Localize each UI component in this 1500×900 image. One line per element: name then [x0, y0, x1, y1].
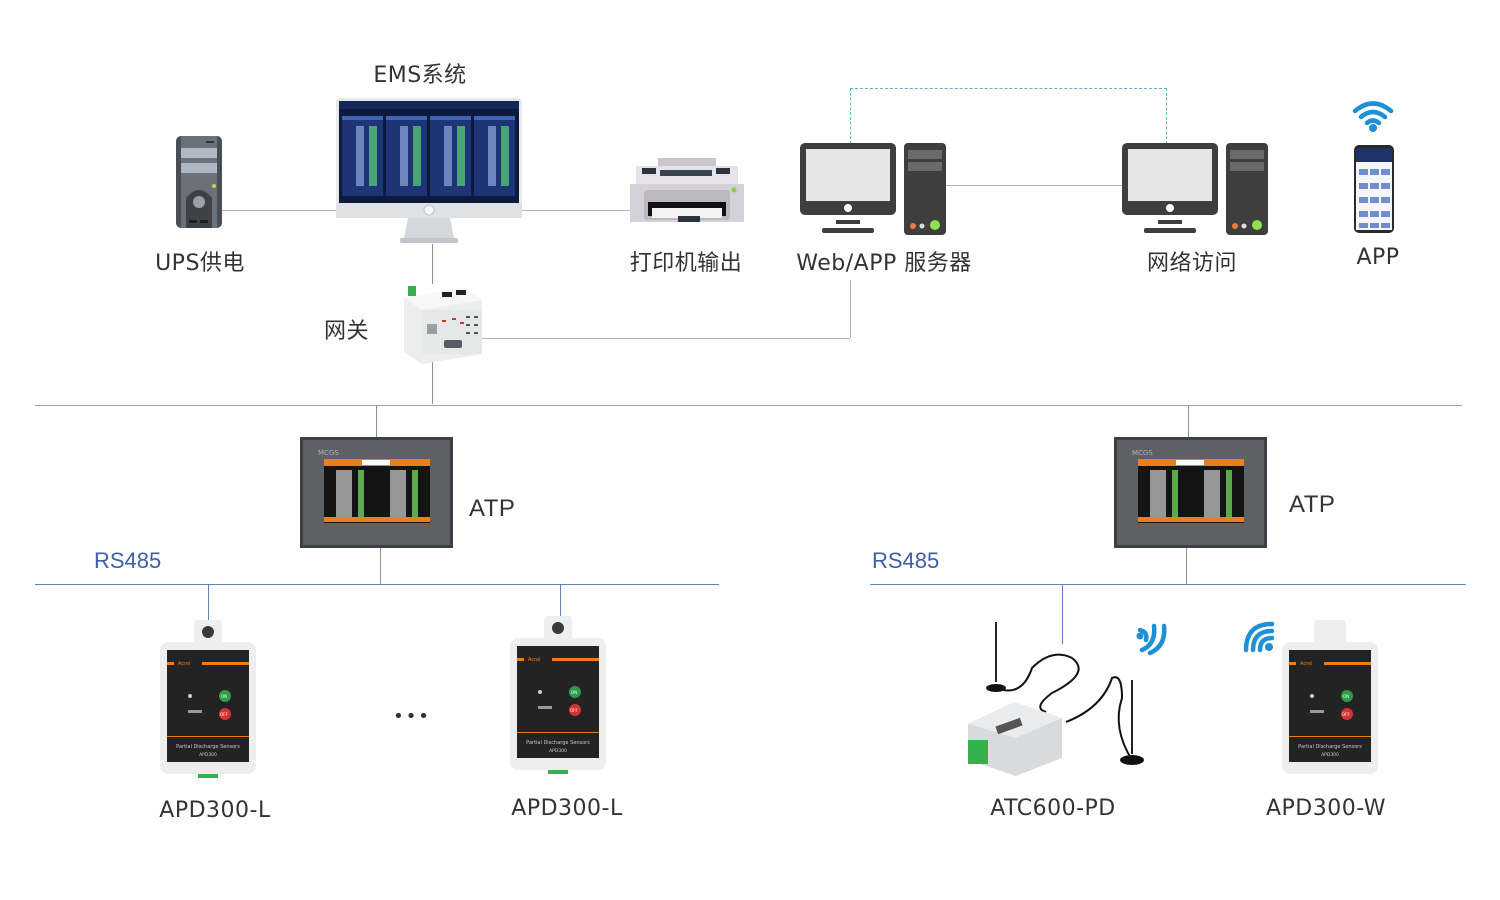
apd300-w-sensor[interactable]: Acrel ON OFF Partial Discharge Sensors A… [1282, 620, 1378, 778]
atp-right-hmi-icon[interactable]: MCGS [1114, 437, 1267, 548]
apd300-l-1-off: OFF [220, 712, 228, 717]
gateway-bus-link [432, 362, 433, 404]
apd300-l-1-label: APD300-L [159, 798, 271, 823]
monitor-dashboard-icon[interactable] [336, 98, 522, 244]
rs485-right-label: RS485 [872, 548, 940, 573]
apd300-w-panel-text: Partial Discharge Sensors [1298, 744, 1362, 750]
more-devices-ellipsis: ••• [393, 706, 431, 727]
rs485-right-device1-link [1062, 584, 1063, 644]
atp-left-hmi-icon[interactable]: MCGS [300, 437, 453, 548]
apd300-l-1-on: ON [221, 694, 227, 699]
ups-ems-link [222, 210, 340, 211]
apd300-w-on: ON [1343, 694, 1349, 699]
atc600-pd-label: ATC600-PD [990, 796, 1116, 821]
apd300-l-1-brand: Acrel [178, 661, 191, 667]
web-server-computer-icon[interactable] [800, 143, 946, 235]
gateway-label: 网关 [324, 319, 370, 344]
rs485-bus-right [870, 584, 1466, 585]
gateway-server-link-h [480, 338, 850, 339]
smartphone-icon[interactable] [1354, 145, 1394, 233]
web-server-label: Web/APP 服务器 [796, 251, 972, 276]
apd300-w-panel-model: APD300 [1321, 752, 1339, 758]
rs485-left-label: RS485 [94, 548, 162, 573]
atp-left-brand: MCGS [318, 449, 339, 457]
apd300-l-2-panel-text: Partial Discharge Sensors [526, 740, 590, 746]
wifi-icon [1352, 99, 1394, 133]
ems-printer-link [520, 210, 630, 211]
ems-label: EMS系统 [373, 63, 467, 88]
atp-right-rs485-link [1186, 548, 1187, 584]
apd300-l-1-panel-text: Partial Discharge Sensors [176, 744, 240, 750]
gateway-server-link-v [850, 280, 851, 338]
network-access-label: 网络访问 [1146, 251, 1238, 276]
apd300-l-2-label: APD300-L [511, 796, 623, 821]
apd300-l-sensor-2[interactable]: Acrel ON OFF Partial Discharge Sensors A… [510, 616, 606, 774]
wireless-transceiver-icon[interactable] [962, 618, 1152, 778]
main-bus [35, 405, 1462, 406]
printer-icon[interactable] [630, 158, 744, 226]
atp-right-brand: MCGS [1132, 449, 1153, 457]
apd300-l-2-off: OFF [570, 708, 578, 713]
bus-atp-right-link [1188, 405, 1189, 438]
wireless-signal-icon [1136, 622, 1170, 656]
wifi-icon-apd300-w [1242, 620, 1276, 654]
apd300-l-2-brand: Acrel [528, 657, 541, 663]
apd300-l-1-panel-model: APD300 [199, 752, 217, 758]
app-label: APP [1356, 245, 1400, 270]
apd300-w-off: OFF [1342, 712, 1350, 717]
network-access-computer-icon[interactable] [1122, 143, 1268, 235]
apd300-l-2-on: ON [571, 690, 577, 695]
rs485-left-device1-link [208, 584, 209, 620]
atp-right-label: ATP [1289, 491, 1336, 518]
atp-left-rs485-link [380, 548, 381, 584]
atp-left-label: ATP [469, 495, 516, 522]
apd300-w-brand: Acrel [1300, 661, 1313, 667]
apd300-w-label: APD300-W [1265, 796, 1387, 821]
server-access-dashed-link [850, 88, 1167, 144]
rs485-bus-left [35, 584, 719, 585]
server-access-link [946, 185, 1122, 186]
printer-label: 打印机输出 [629, 251, 743, 276]
ups-label: UPS供电 [155, 251, 245, 276]
rs485-left-device2-link [560, 584, 561, 620]
apd300-l-sensor-1[interactable]: Acrel ON OFF Partial Discharge Sensors A… [160, 620, 256, 778]
ups-tower-icon[interactable] [176, 136, 222, 228]
ems-gateway-link [432, 244, 433, 284]
bus-atp-left-link [376, 405, 377, 438]
din-rail-gateway-icon[interactable] [400, 284, 484, 364]
apd300-l-2-panel-model: APD300 [549, 748, 567, 754]
